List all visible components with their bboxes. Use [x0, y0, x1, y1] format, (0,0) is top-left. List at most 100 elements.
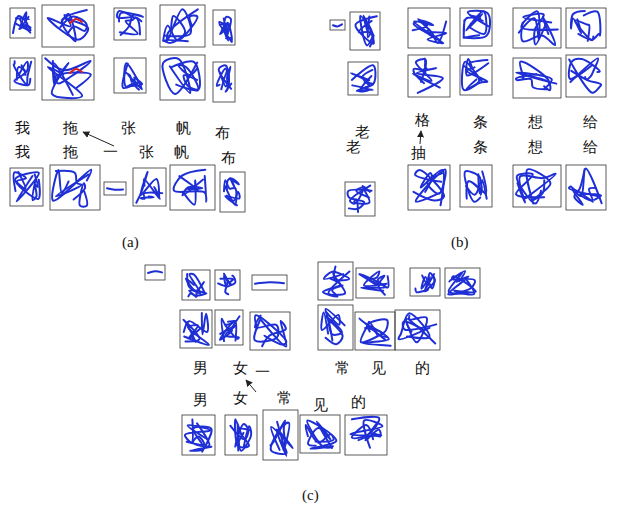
character-label: 给: [583, 140, 598, 155]
segment-box: [355, 312, 395, 350]
handwriting-stroke: [179, 176, 198, 204]
segment-box: [213, 10, 235, 45]
segment-box: [10, 8, 35, 38]
segment-box: [182, 270, 210, 300]
handwriting-stroke: [466, 11, 486, 34]
segment-box: [42, 5, 94, 47]
handwriting-stroke: [255, 282, 284, 283]
segment-box: [213, 62, 235, 102]
handwriting-stroke: [359, 319, 391, 346]
character-label: 条: [473, 140, 488, 155]
segment-box: [566, 165, 606, 210]
panel-label: (a): [122, 235, 139, 250]
handwriting-stroke: [220, 67, 230, 88]
handwriting-stroke: [570, 58, 598, 82]
character-label: 张: [139, 145, 154, 160]
handwriting-stroke: [519, 11, 558, 38]
character-label: 常: [277, 391, 292, 406]
character-label: 想: [528, 140, 543, 155]
segment-box: [566, 55, 606, 97]
handwriting-stroke: [237, 424, 251, 450]
segment-box: [104, 182, 126, 195]
handwriting-stroke: [516, 74, 547, 89]
character-label: 男: [193, 393, 208, 408]
segment-box: [408, 8, 450, 48]
segment-box: [10, 58, 35, 90]
handwriting-stroke: [417, 65, 443, 93]
segment-box: [182, 415, 215, 455]
handwriting-stroke: [421, 274, 434, 290]
segment-box: [170, 165, 215, 210]
handwriting-stroke: [364, 271, 387, 286]
handwriting-stroke: [271, 422, 293, 456]
segment-box: [408, 55, 450, 97]
character-label: 拖: [63, 145, 78, 160]
character-label: 老: [355, 125, 370, 140]
character-label: 布: [221, 151, 236, 166]
handwriting-stroke: [323, 278, 343, 296]
segment-box: [350, 12, 380, 50]
character-label: 男: [193, 361, 208, 376]
handwriting-stroke: [227, 178, 239, 190]
handwriting-stroke: [403, 321, 437, 331]
handwriting-stroke: [186, 279, 204, 297]
handwriting-stroke: [183, 180, 204, 196]
handwriting-stroke: [271, 423, 290, 454]
handwriting-stroke: [124, 63, 142, 89]
character-label: 给: [583, 115, 598, 130]
handwriting-stroke: [107, 188, 123, 190]
segment-box: [460, 8, 492, 46]
character-label: 女: [233, 361, 248, 376]
segment-box: [513, 8, 561, 48]
panel-label: (b): [451, 235, 469, 250]
segment-box: [460, 55, 492, 95]
character-label: 格: [415, 113, 430, 128]
merge-arrow: [420, 131, 421, 144]
character-label: 的: [351, 395, 366, 410]
character-label: 老: [346, 140, 361, 155]
handwriting-stroke: [117, 11, 140, 35]
handwriting-stroke: [520, 62, 551, 91]
segment-box: [410, 268, 440, 296]
handwriting-stroke: [307, 420, 336, 448]
handwriting-stroke: [185, 419, 211, 442]
handwriting-stroke: [398, 313, 429, 339]
handwriting-stroke: [526, 169, 550, 203]
character-label: 布: [215, 126, 230, 141]
character-label: 帆: [176, 121, 191, 136]
handwriting-stroke: [220, 316, 240, 340]
character-label: 常: [335, 361, 350, 376]
segment-box: [300, 415, 340, 453]
segment-box: [145, 265, 165, 280]
segment-box: [513, 58, 561, 98]
character-label: 拖: [63, 121, 78, 136]
character-label: 张: [121, 121, 136, 136]
merge-arrow: [83, 132, 114, 146]
segment-box: [356, 268, 394, 298]
handwriting-stroke: [70, 19, 82, 23]
character-label: 抽: [411, 146, 426, 161]
character-label: 我: [15, 121, 30, 136]
segment-box: [160, 55, 205, 100]
segment-box: [252, 275, 287, 290]
handwriting-stroke: [415, 275, 434, 292]
handwriting-stroke: [368, 319, 388, 337]
handwriting-stroke: [220, 276, 233, 285]
segment-box: [513, 165, 561, 207]
segment-box: [215, 270, 240, 300]
character-label: 条: [473, 115, 488, 130]
handwriting-stroke: [14, 61, 32, 84]
handwriting-stroke: [352, 417, 379, 439]
segment-box: [215, 310, 243, 345]
handwriting-stroke: [413, 19, 446, 43]
handwriting-stroke: [448, 276, 475, 294]
segment-box: [330, 20, 345, 30]
handwriting-stroke: [148, 271, 162, 273]
handwriting-stroke: [333, 24, 342, 26]
handwriting-stroke: [416, 169, 446, 201]
segment-box: [445, 268, 480, 298]
segment-box: [348, 62, 378, 95]
handwriting-stroke: [463, 11, 490, 38]
